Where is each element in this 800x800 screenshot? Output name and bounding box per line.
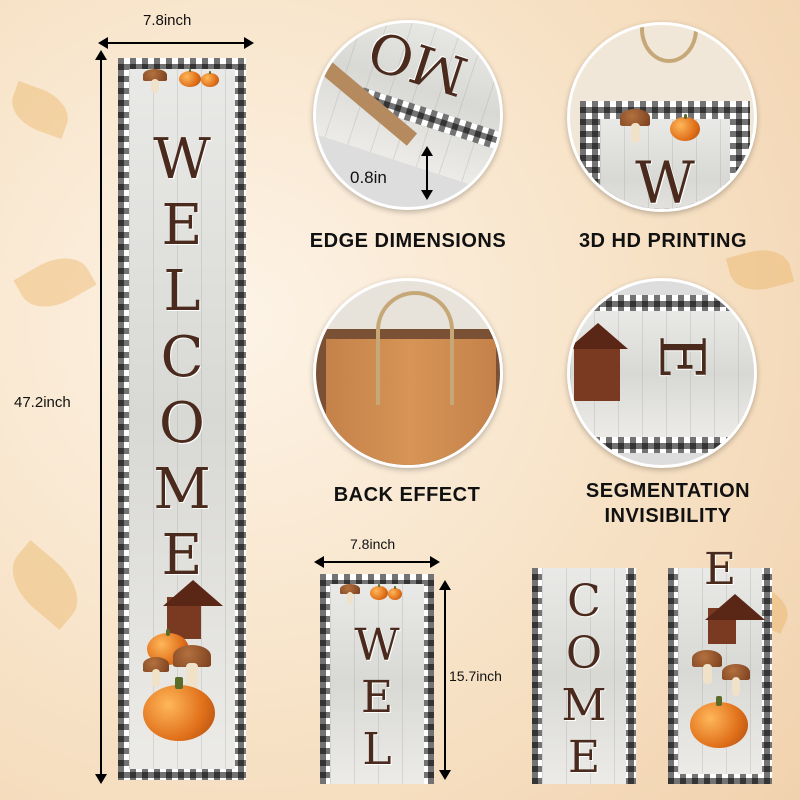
segmentation-caption-line2: INVISIBILITY [604,505,732,527]
pumpkin-decor [370,584,388,600]
pumpkin-decor [201,71,219,87]
main-sign-board: W E L C O M E [129,68,235,769]
pumpkin-decor [143,677,215,741]
background-leaf [13,245,97,320]
main-sign-letter: O [159,391,205,456]
mushroom-decor [143,657,169,687]
birdhouse-decor [570,322,629,401]
hanging-rope [640,25,698,63]
segment-panel-3: E [668,544,772,784]
segmentation-caption-line1: SEGMENTATION [585,480,751,502]
edge-thickness-label: 0.8in [350,168,387,187]
segment-letter: E [567,732,601,783]
main-sign: W E L C O M E [118,58,246,780]
back-effect-detail [313,278,503,468]
mushroom-decor [620,109,650,143]
segment-panel-2: C O M E [532,568,636,784]
segment-letter: O [565,628,603,679]
segment-height-arrow [439,580,451,780]
main-sign-letter: E [161,193,203,258]
hd-letter: W [635,149,695,212]
mushroom-decor [340,584,360,604]
segment-board-2: C O M E [542,568,626,784]
segment-letter: W [354,620,400,671]
back-rope [376,291,454,405]
height-label: 47.2inch [14,394,71,411]
segment-letter: L [362,724,392,775]
main-sign-letter: M [153,457,211,522]
segmentation-detail: E [567,278,757,468]
segment-letter: E [360,672,394,723]
mushroom-decor [692,650,722,684]
segment-width-label: 7.8inch [350,536,396,552]
segment-board-3: E [678,544,765,774]
hd-printing-detail: W [567,22,757,212]
mushroom-decor [173,645,211,689]
back-effect-caption: BACK EFFECT [333,484,481,506]
segmentation-gingham-bottom [570,437,754,453]
pumpkin-decor [670,113,700,141]
main-sign-letter: W [153,127,211,192]
birdhouse-decor [704,593,765,644]
hd-sign-frame: W [580,101,750,212]
segmentation-letter: E [645,334,719,381]
main-sign-letter: E [161,523,203,588]
background-leaf [0,540,92,630]
birdhouse-decor [162,580,223,639]
pumpkin-decor [690,695,748,748]
width-label: 7.8inch [143,12,192,29]
height-arrow [95,50,107,784]
segment-letter: E [703,544,737,595]
hd-printing-caption: 3D HD PRINTING [578,230,748,252]
edge-thickness-arrow [421,146,433,200]
segment-width-arrow [314,556,440,568]
segment-height-label: 15.7inch [449,668,502,684]
hd-sign-board: W [600,119,730,212]
pumpkin-decor [388,586,402,600]
edge-dimensions-detail: MO [313,20,503,210]
edge-dimensions-caption: EDGE DIMENSIONS [309,230,507,252]
segment-panel-1: W E L [320,574,434,784]
mushroom-decor [143,69,167,93]
width-arrow [98,37,254,49]
pumpkin-decor [179,68,201,87]
segment-letter: C [567,576,601,627]
background-leaf [4,80,76,140]
main-sign-letter: L [163,259,201,324]
main-sign-letter: C [160,325,204,390]
segment-letter: M [561,680,607,731]
segmentation-gingham-top [570,295,754,311]
mushroom-decor [722,664,750,696]
segment-board-1: W E L [330,584,424,784]
